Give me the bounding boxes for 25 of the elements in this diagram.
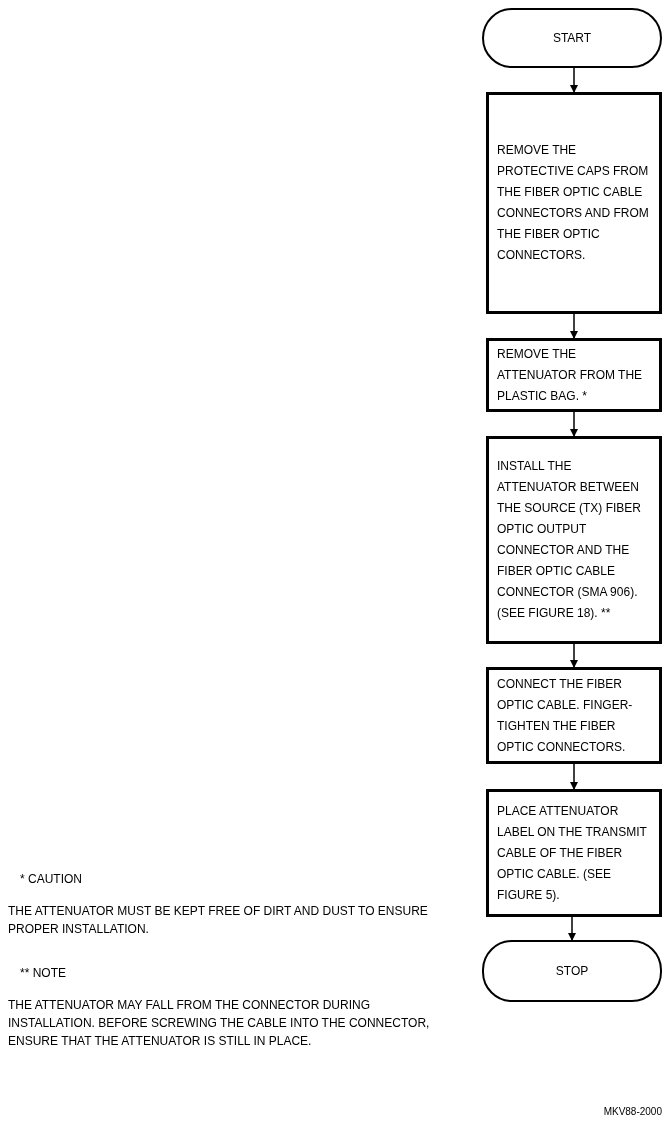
figure-number: MKV88-2000 <box>602 1105 662 1119</box>
process-box <box>486 338 662 412</box>
terminator <box>482 940 662 1002</box>
caution-text: THE ATTENUATOR MUST BE KEPT FREE OF DIRT AND DUST TO ENSURE PROPER INSTALLATION. <box>8 903 428 938</box>
arrow <box>570 67 578 93</box>
step-text: REMOVE THE PROTECTIVE CAPS FROM THE FIBER OPTIC CABLE CONNECTORS AND FROM THE FIBER OPTIC CONNECTORS. <box>497 142 650 264</box>
step-text: REMOVE THE ATTENUATOR FROM THE PLASTIC BAG. * <box>497 345 644 405</box>
step-text: START <box>552 30 592 47</box>
note-heading: ** NOTE <box>20 965 67 982</box>
arrow <box>570 313 578 339</box>
arrow <box>570 411 578 437</box>
note-text: THE ATTENUATOR MAY FALL FROM THE CONNECTOR DURING INSTALLATION. BEFORE SCREWING THE CABLE INTO THE CONNECTOR, ENSURE THAT THE ATTENUATOR IS STILL IN PLACE. <box>8 997 431 1050</box>
process-box <box>486 789 662 917</box>
arrow <box>570 763 578 790</box>
arrow <box>568 916 576 941</box>
arrow <box>570 643 578 668</box>
caution-heading: * CAUTION <box>20 871 83 888</box>
process-box <box>486 667 662 764</box>
process-box <box>486 436 662 644</box>
step-text: INSTALL THE ATTENUATOR BETWEEN THE SOURCE (TX) FIBER OPTIC OUTPUT CONNECTOR AND THE FIBER OPTIC CABLE CONNECTOR (SMA 906). (SEE FIGURE 18). ** <box>497 458 642 622</box>
step-text: STOP <box>555 963 589 980</box>
terminator <box>482 8 662 68</box>
process-box <box>486 92 662 314</box>
step-text: CONNECT THE FIBER OPTIC CABLE. FINGER-TIGHTEN THE FIBER OPTIC CONNECTORS. <box>497 675 634 756</box>
step-text: PLACE ATTENUATOR LABEL ON THE TRANSMIT CABLE OF THE FIBER OPTIC CABLE. (SEE FIGURE 5). <box>497 802 648 904</box>
